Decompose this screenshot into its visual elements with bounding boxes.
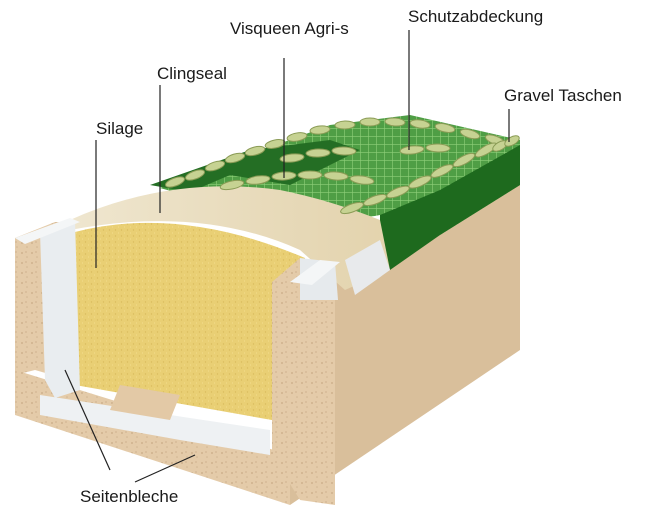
left-side-sheet bbox=[40, 220, 80, 398]
silage-block bbox=[75, 223, 305, 425]
label-seitenbleche: Seitenbleche bbox=[80, 488, 178, 505]
label-gravel-taschen: Gravel Taschen bbox=[504, 87, 622, 104]
label-clingseal: Clingseal bbox=[157, 65, 227, 82]
label-schutzabdeckung: Schutzabdeckung bbox=[408, 8, 543, 25]
label-silage: Silage bbox=[96, 120, 143, 137]
label-visqueen: Visqueen Agri-s bbox=[230, 20, 349, 37]
